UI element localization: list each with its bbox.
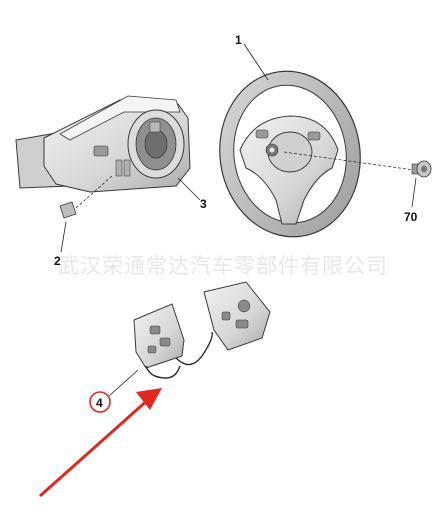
callout-1: 1 [235, 33, 242, 47]
leader-lines [60, 43, 417, 397]
leader-line-70 [411, 177, 417, 208]
leader-line-1 [243, 43, 269, 81]
highlight-arrow-head [136, 388, 162, 410]
highlight-arrow-shaft [39, 396, 151, 498]
callout-2: 2 [54, 254, 61, 268]
leader-line-4 [108, 369, 139, 397]
clip [59, 175, 113, 219]
steering-wheel [219, 70, 361, 238]
leader-line-2 [60, 221, 67, 253]
steering-wheel-control-switches [133, 281, 271, 379]
steering-column-cowl [15, 95, 191, 193]
highlight-markup [39, 388, 162, 498]
callout-4: 4 [96, 396, 103, 410]
highlight-circle [89, 391, 111, 413]
screw [283, 151, 432, 178]
leader-line-3 [177, 177, 201, 201]
callout-3: 3 [200, 197, 207, 211]
callout-70: 70 [404, 210, 418, 224]
